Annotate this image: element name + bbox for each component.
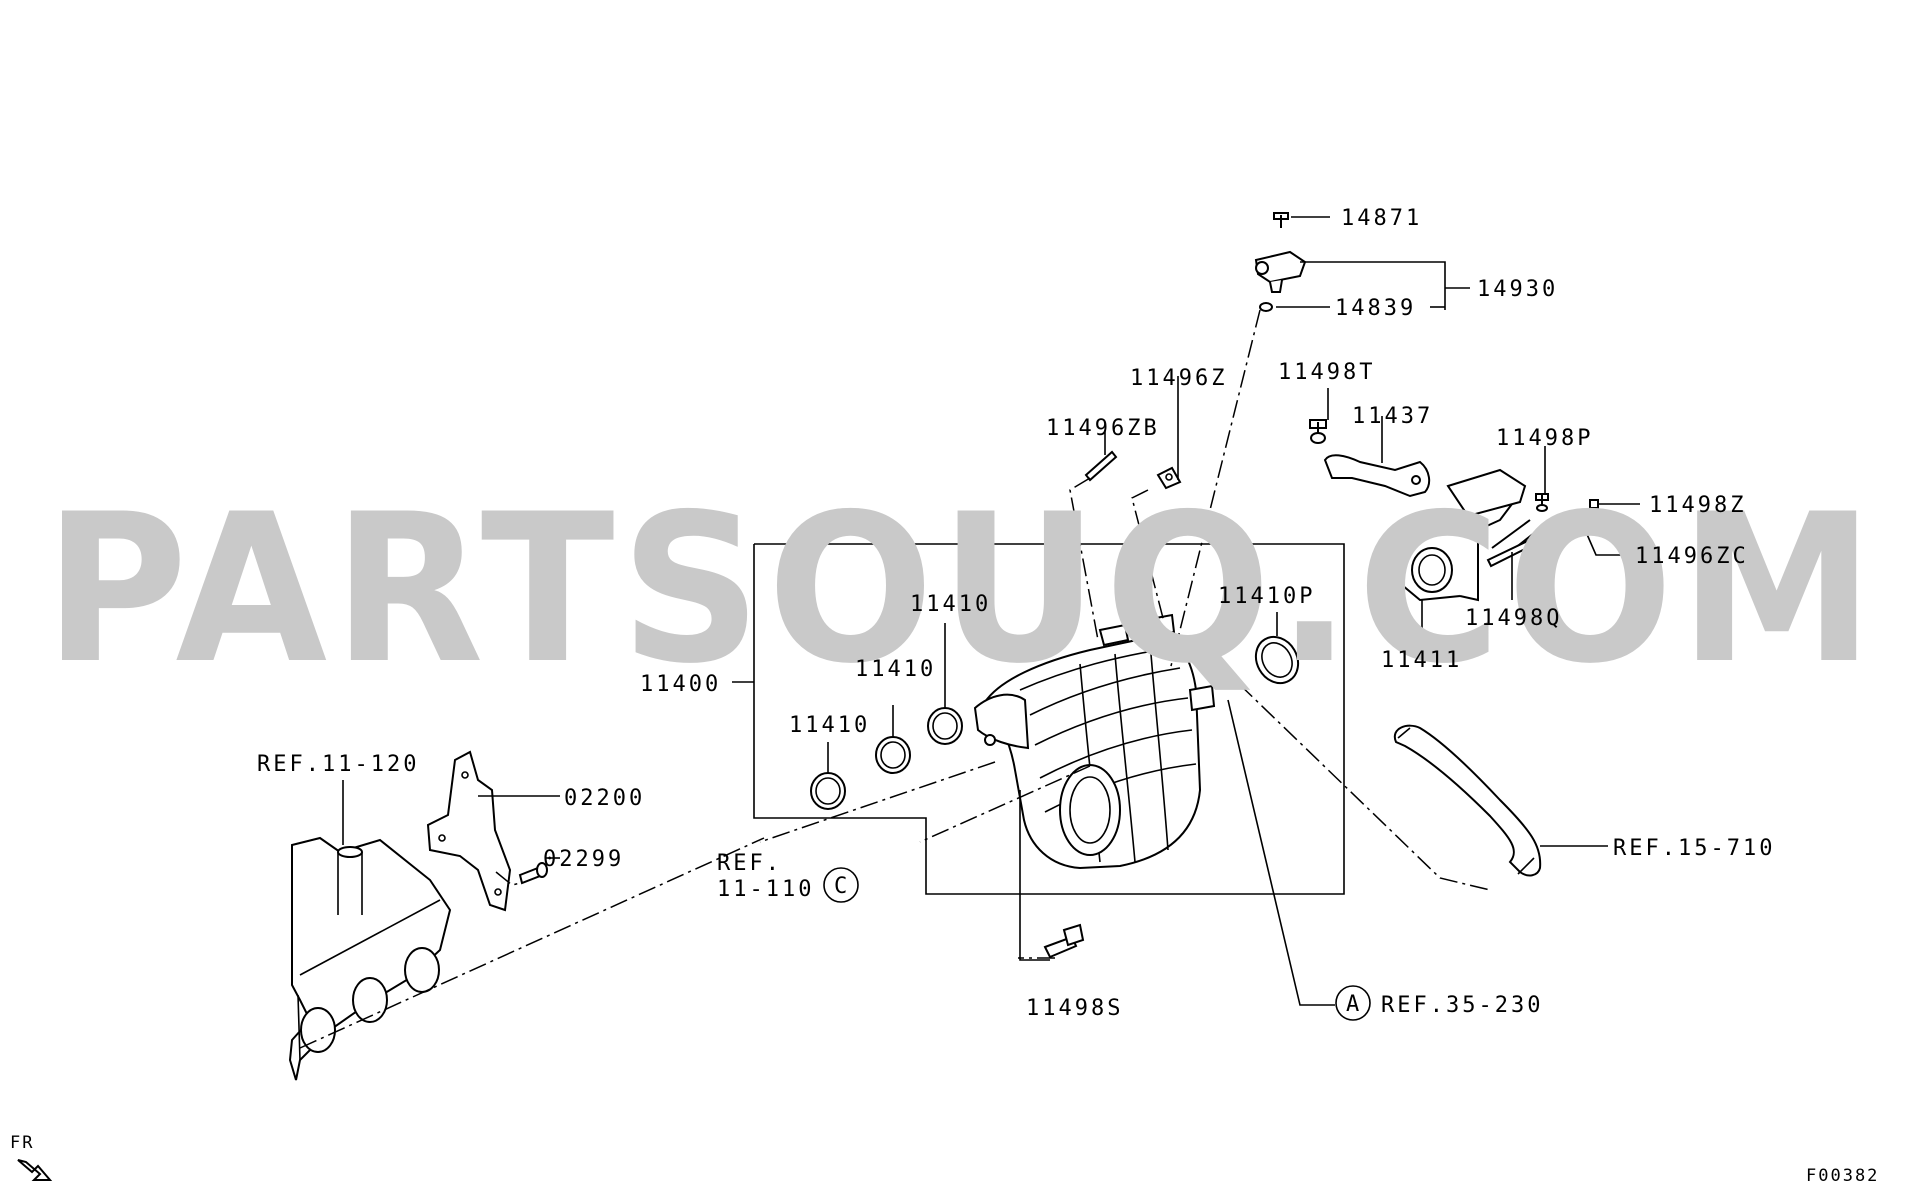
label-ref-11-110-line2: 11-110 [717,877,814,902]
part-labels: 14871 14930 14839 11496Z 11496ZB 11498T … [10,206,1879,1186]
circle-c-marker: C [823,867,859,903]
label-14930: 14930 [1477,277,1558,302]
label-11498Z: 11498Z [1649,493,1746,518]
label-11498Q: 11498Q [1465,606,1562,631]
intake-manifold [973,613,1216,870]
hose-clip [1156,466,1182,490]
label-11411: 11411 [1381,648,1462,673]
label-11400: 11400 [640,672,721,697]
label-11410-middle: 11410 [855,657,936,682]
leader-lines [342,216,1640,1006]
watermark-text: PARTSOUQ.COM [44,471,1880,709]
circle-a-text: A [1346,992,1359,1017]
direction-label: FR [10,1133,34,1153]
label-02299: 02299 [543,847,624,872]
label-ref-11-110-line1: REF. [717,851,782,876]
label-14839: 14839 [1335,296,1416,321]
mounting-bolt [1043,923,1085,959]
intake-gasket-rings [810,707,963,810]
label-11498S: 11498S [1026,996,1123,1021]
alignment-lines [299,309,1491,1049]
label-11496ZC: 11496ZC [1635,544,1749,569]
label-11496Z: 11496Z [1130,366,1227,391]
front-arrow-icon [17,1159,53,1181]
label-11498P: 11498P [1496,426,1593,451]
pcv-hose [1393,724,1542,877]
figure-code: F00382 [1806,1166,1879,1186]
label-11410-lower: 11410 [789,713,870,738]
label-11496ZB: 11496ZB [1046,416,1160,441]
label-ref-35-230: REF.35-230 [1381,993,1543,1018]
throttle-body-adapter [1398,468,1539,602]
label-11437: 11437 [1352,404,1433,429]
manifold-support-bracket [426,750,548,912]
label-11498T: 11498T [1278,360,1375,385]
label-11410-upper: 11410 [910,592,991,617]
label-11410P: 11410P [1218,584,1315,609]
circle-c-text: C [834,874,847,899]
circle-a-marker: A [1335,985,1371,1021]
label-ref-15-710: REF.15-710 [1613,836,1775,861]
throttle-gasket [1254,635,1300,685]
throttle-bracket [1309,419,1431,498]
label-ref-11-120: REF.11-120 [257,752,419,777]
manifold-pressure-sensor [1254,212,1307,312]
throttle-bolts [1486,493,1599,568]
cylinder-head [288,836,452,1081]
label-02200: 02200 [564,786,645,811]
label-14871: 14871 [1341,206,1422,231]
